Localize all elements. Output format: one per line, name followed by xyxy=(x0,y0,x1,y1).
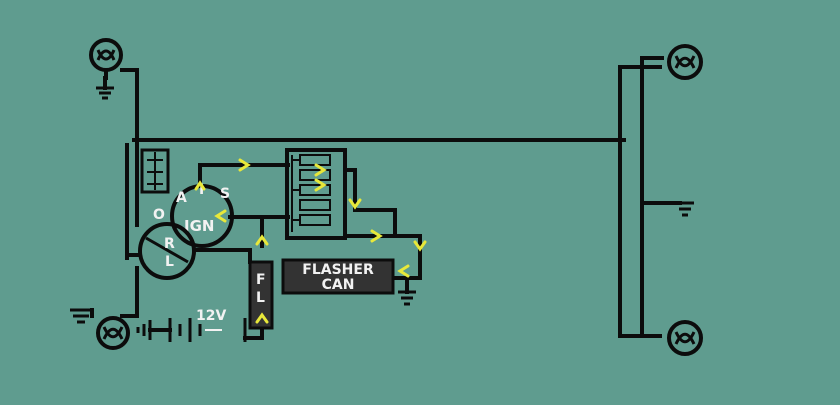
lamp-filament xyxy=(674,331,696,345)
current-arrow-icon xyxy=(238,158,251,172)
ign-label-s: S xyxy=(220,186,230,202)
flasher-label-line2: CAN xyxy=(322,277,355,293)
battery-label: 12V xyxy=(196,308,226,324)
lamp-filament xyxy=(674,55,696,69)
current-arrow-icon xyxy=(370,229,383,243)
current-arrow-icon xyxy=(348,198,362,210)
fuse-label-f: F xyxy=(256,272,266,288)
lamp-bottom-right xyxy=(667,320,703,356)
ground-icon xyxy=(96,86,114,100)
lamp-bulb-icon xyxy=(667,320,703,356)
flasher-box xyxy=(281,258,395,295)
switch-box xyxy=(285,148,347,240)
relay-switch: R L xyxy=(138,222,196,280)
wires xyxy=(90,56,682,340)
fuse: F L xyxy=(248,260,274,330)
current-arrow-icon xyxy=(397,264,410,278)
lamp-filament xyxy=(102,326,124,340)
fuse-label-l: L xyxy=(256,290,265,306)
current-arrows xyxy=(194,158,427,324)
current-arrow-icon xyxy=(255,234,269,246)
flasher-label-line1: FLASHER xyxy=(302,262,374,278)
lamp-bulb-icon xyxy=(667,44,703,80)
ground-icon xyxy=(398,290,416,306)
current-arrow-icon xyxy=(314,178,327,192)
current-arrow-icon xyxy=(314,163,327,177)
current-arrow-icon xyxy=(214,209,227,223)
ground-icon xyxy=(70,308,92,324)
ground-icon xyxy=(136,320,152,340)
relay-label-l: L xyxy=(165,254,174,270)
lamp-bottom-left xyxy=(96,316,130,350)
ground-icon xyxy=(676,201,694,217)
current-arrow-icon xyxy=(413,240,427,252)
ign-label-i: I xyxy=(199,182,204,198)
relay-circle xyxy=(138,222,196,280)
lamp-top-left xyxy=(89,38,123,80)
relay-label-r: R xyxy=(164,236,175,252)
current-arrow-icon xyxy=(255,312,269,324)
ign-label-o: O xyxy=(153,207,165,223)
lamp-top-right xyxy=(667,44,703,80)
lamp-bulb-icon xyxy=(96,316,130,350)
ign-label-a: A xyxy=(176,190,187,206)
turn-switch-left xyxy=(140,148,170,194)
current-arrow-icon xyxy=(194,180,206,191)
lamp-filament xyxy=(96,49,116,61)
battery-icon xyxy=(168,318,247,342)
ign-label-name: IGN xyxy=(184,217,214,235)
flasher-can: FLASHER CAN xyxy=(281,258,395,295)
fuse-box xyxy=(248,260,274,330)
